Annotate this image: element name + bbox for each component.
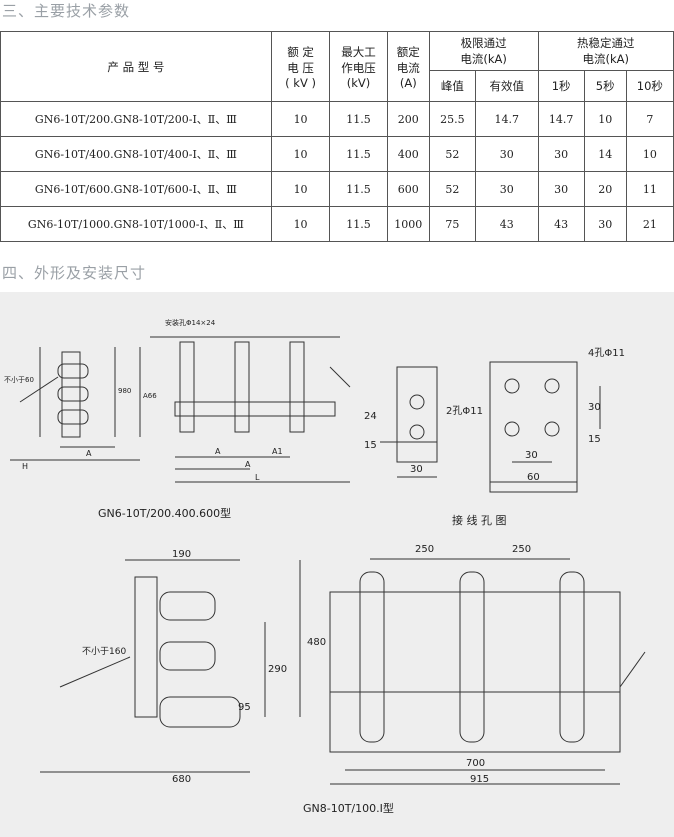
drawing-svg [10,336,646,785]
dim-250-right: 250 [512,544,532,555]
cell-model: GN6-10T/600.GN8-10T/600-Ⅰ、Ⅱ、Ⅲ [0,171,272,207]
dim-15-right: 15 [588,434,601,445]
dim-980: 980 [118,387,132,395]
cell-5s: 30 [583,206,627,242]
cell-kv: 10 [270,101,331,137]
cell-eff: 30 [474,171,539,207]
cell-model: GN6-10T/200.GN8-10T/200-Ⅰ、Ⅱ、Ⅲ [0,101,272,137]
cell-eff: 14.7 [474,101,539,137]
dim-60: 60 [527,472,540,483]
dim-480: 480 [307,637,327,648]
table-row: GN6-10T/600.GN8-10T/600-Ⅰ、Ⅱ、Ⅲ 10 11.5 60… [0,171,674,207]
cell-peak: 25.5 [428,101,476,137]
cell-1s: 43 [537,206,585,242]
gn8-side-view [40,559,301,773]
cell-1s: 30 [537,171,585,207]
section-title-dimensions: 四、外形及安装尺寸 [2,264,147,282]
cell-kv: 10 [270,136,331,172]
cell-5s: 10 [583,101,627,137]
cell-a: 1000 [386,206,430,242]
hole2-label: 2孔Φ11 [446,406,483,417]
min60-label: 不小于60 [4,376,34,384]
cell-5s: 20 [583,171,627,207]
dim-30-right: 30 [588,402,601,413]
dim-250-left: 250 [415,544,435,555]
dim-290: 290 [268,664,288,675]
th-model: 产 品 型 号 [0,31,272,102]
th-rated-current: 额定 电流 (A) [386,31,430,102]
th-max-voltage: 最大工 作电压 (kV) [329,31,388,102]
gn6-front-view [150,336,351,483]
dim-915: 915 [470,774,490,785]
dim-24: 24 [364,411,377,422]
cell-peak: 52 [428,171,476,207]
dim-700: 700 [466,758,486,769]
dimension-drawing: 安装孔Φ14×24 不小于60 980 A66 H A A A1 A L 2孔Φ… [0,292,674,837]
cell-a: 600 [386,171,430,207]
cell-10s: 11 [625,171,674,207]
cell-max: 11.5 [329,171,388,207]
dim-30-left: 30 [410,464,423,475]
cell-max: 11.5 [329,206,388,242]
dim-95: 95 [238,702,251,713]
mount-hole-label: 安装孔Φ14×24 [165,319,216,327]
table-row: GN6-10T/400.GN8-10T/400-Ⅰ、Ⅱ、Ⅲ 10 11.5 40… [0,136,674,172]
th-peak: 峰值 [428,70,476,102]
cell-a: 200 [386,101,430,137]
cell-10s: 10 [625,136,674,172]
dim-A1: A1 [272,447,283,456]
cell-5s: 14 [583,136,627,172]
th-limit-current: 极限通过 电流(kA) [428,31,539,71]
cell-eff: 30 [474,136,539,172]
section-title-params: 三、主要技术参数 [2,2,131,20]
cell-1s: 30 [537,136,585,172]
cell-max: 11.5 [329,101,388,137]
th-1s: 1秒 [537,70,585,102]
cell-kv: 10 [270,171,331,207]
dim-30-bottom: 30 [525,450,538,461]
dim-680: 680 [172,774,192,785]
cell-model: GN6-10T/1000.GN8-10T/1000-Ⅰ、Ⅱ、Ⅲ [0,206,272,242]
spec-table: 产 品 型 号 额 定 电 压 ( kV ) 最大工 作电压 (kV) 额定 电… [0,31,674,242]
min160-label: 不小于160 [82,647,127,657]
dim-L: L [255,473,260,482]
gn8-front-view [329,558,646,785]
cell-a: 400 [386,136,430,172]
table-row: GN6-10T/200.GN8-10T/200-Ⅰ、Ⅱ、Ⅲ 10 11.5 20… [0,101,674,137]
dim-A-total: A [245,460,251,469]
cell-peak: 52 [428,136,476,172]
cell-peak: 75 [428,206,476,242]
dim-H: H [22,462,29,471]
dim-A-front: A [215,447,221,456]
cell-model: GN6-10T/400.GN8-10T/400-Ⅰ、Ⅱ、Ⅲ [0,136,272,172]
cell-10s: 21 [625,206,674,242]
cell-max: 11.5 [329,136,388,172]
caption-gn8: GN8-10T/100.Ⅰ型 [303,802,394,815]
cell-eff: 43 [474,206,539,242]
th-thermal-current: 热稳定通过 电流(kA) [537,31,674,71]
th-10s: 10秒 [625,70,674,102]
dim-A66: A66 [143,392,157,400]
th-effective: 有效值 [474,70,539,102]
dim-A-side: A [86,449,92,458]
gn6-side-view [10,347,141,461]
cell-10s: 7 [625,101,674,137]
dim-190: 190 [172,549,192,560]
hole4-label: 4孔Φ11 [588,348,625,359]
cell-kv: 10 [270,206,331,242]
th-rated-voltage: 额 定 电 压 ( kV ) [270,31,331,102]
caption-gn6: GN6-10T/200.400.600型 [98,507,232,520]
dim-15-left: 15 [364,440,377,451]
th-5s: 5秒 [583,70,627,102]
table-row: GN6-10T/1000.GN8-10T/1000-Ⅰ、Ⅱ、Ⅲ 10 11.5 … [0,206,674,242]
terminal-hole-plates [380,361,601,493]
cell-1s: 14.7 [537,101,585,137]
caption-holes: 接 线 孔 图 [452,514,507,527]
